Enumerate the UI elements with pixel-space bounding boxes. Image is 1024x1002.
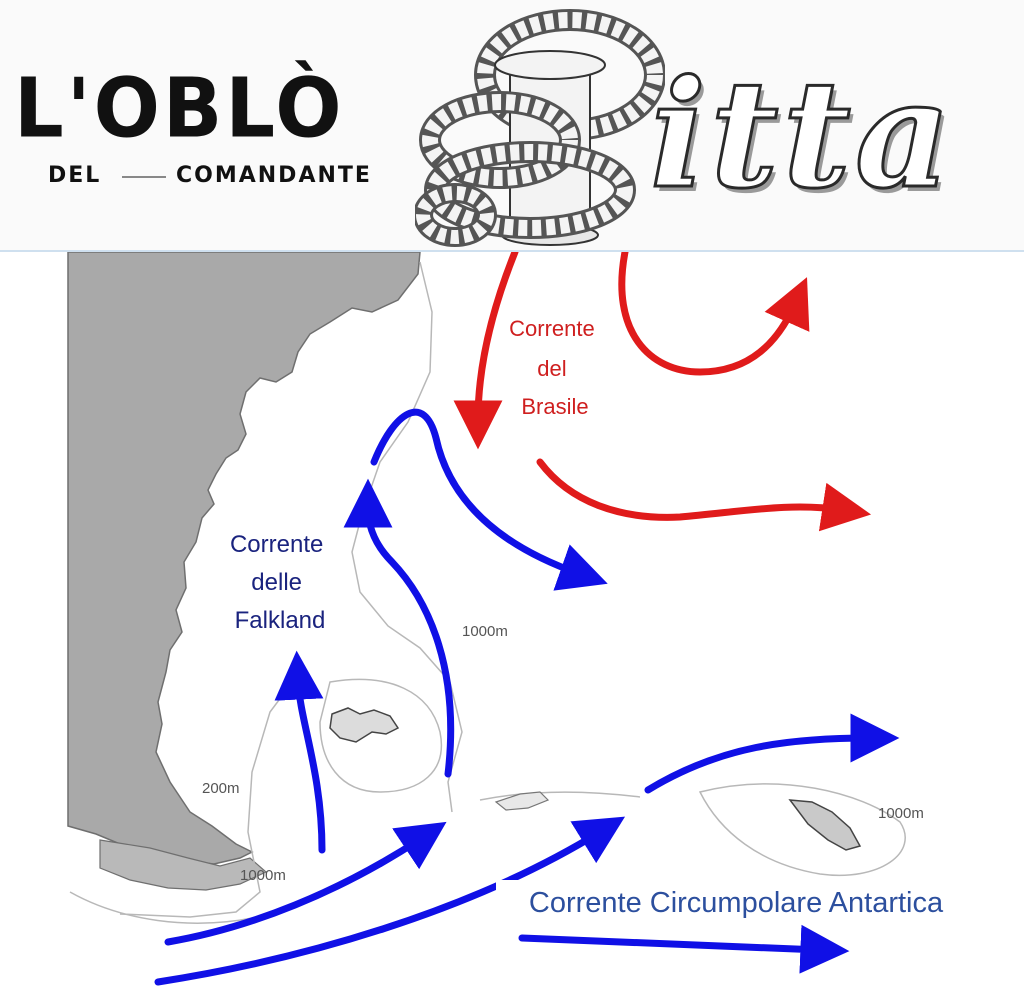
tierra-del-fuego	[99, 839, 268, 891]
falkland-islands	[329, 707, 400, 743]
brand-title: L'OBLÒ	[14, 62, 345, 157]
circumpolar-current-label: Corrente Circumpolare Antartica	[529, 887, 944, 919]
cold-current-arrows	[154, 408, 900, 986]
brazil-current-eastward	[536, 458, 872, 532]
brand-logo-word: itta	[649, 47, 955, 221]
falkland-current-branch-outer	[343, 478, 455, 778]
depth-label-1000m-south: 1000m	[240, 867, 286, 884]
depth-label-1000m-east: 1000m	[878, 805, 924, 822]
falkland-current-label-line-3: Falkland	[235, 607, 326, 634]
circumpolar-label-background	[496, 880, 974, 922]
falkland-current-label-line-2: delle	[251, 569, 302, 596]
circumpolar-current-south	[518, 924, 850, 974]
brazil-current-southward	[453, 252, 519, 450]
falkland-current-branch-inner	[274, 650, 326, 854]
rope-bollard-logo	[415, 9, 665, 247]
falkland-current-label: Corrente delle Falkland	[230, 531, 330, 634]
brazil-current-label-line-1: Corrente	[509, 316, 595, 341]
brand-subtitle-del: DEL	[48, 163, 102, 188]
circumpolar-current-north	[164, 821, 447, 946]
depth-contours	[69, 261, 906, 924]
falkland-label-background	[218, 522, 342, 640]
brand-divider	[122, 176, 166, 178]
brazil-current-retroflection	[618, 252, 810, 376]
brazil-current-label-line-3: Brasile	[521, 394, 588, 419]
header-divider	[0, 250, 1024, 252]
ocean-currents-map: Corrente del Brasile Corrente delle Falk…	[67, 252, 974, 986]
brazil-current-label-line-2: del	[537, 356, 566, 381]
shag-rocks-island	[494, 791, 550, 811]
brazil-current-label: Corrente del Brasile	[509, 316, 601, 419]
falkland-current-loop	[370, 408, 608, 591]
brazil-current-arrows	[453, 252, 872, 532]
circumpolar-current-mid	[154, 816, 626, 986]
header-banner: L'OBLÒ DEL COMANDANTE itta	[0, 0, 1024, 250]
falkland-current-label-line-1: Corrente	[230, 531, 323, 558]
brand-subtitle-comandante: COMANDANTE	[176, 163, 372, 188]
circumpolar-current-east	[644, 713, 900, 794]
south-georgia-island	[788, 799, 862, 851]
depth-label-200m: 200m	[202, 780, 240, 797]
depth-label-1000m-mid: 1000m	[462, 623, 508, 640]
south-america-landmass	[67, 252, 421, 865]
